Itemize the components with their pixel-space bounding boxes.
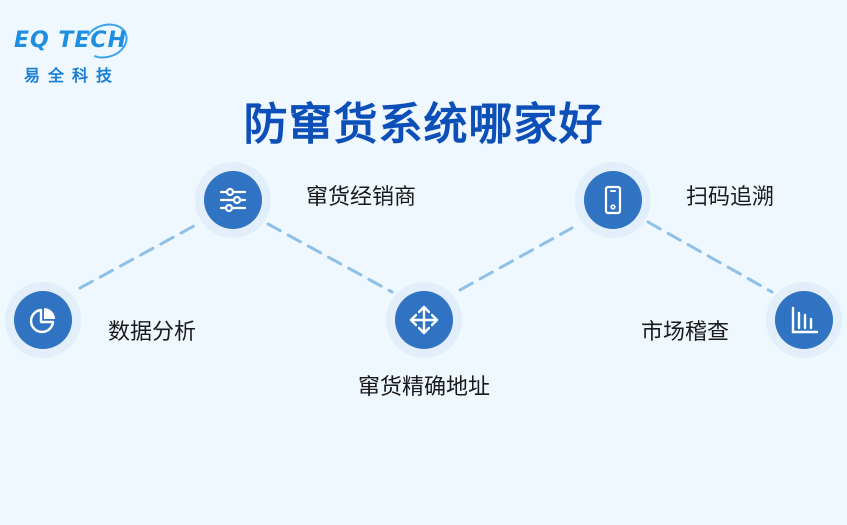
label-dealer: 窜货经销商 (306, 185, 417, 210)
sliders-icon (219, 187, 247, 213)
node-precise-address (386, 282, 462, 358)
connector-line-3 (458, 226, 574, 292)
label-market-inspection: 市场稽查 (641, 320, 730, 345)
connector-line-4 (646, 220, 774, 294)
connector-line-1 (78, 224, 196, 290)
label-scan-trace: 扫码追溯 (686, 185, 775, 210)
logo-chinese-text: 易全科技 (24, 66, 121, 85)
pie-chart-icon (29, 308, 55, 334)
bar-chart-icon (791, 306, 819, 334)
company-logo: EQ TECH 易全科技 (14, 18, 154, 85)
label-precise-address: 窜货精确地址 (358, 375, 491, 400)
move-arrows-icon (409, 305, 439, 335)
mobile-phone-icon (604, 185, 622, 215)
page-title: 防窜货系统哪家好 (243, 99, 604, 150)
logo-english-text: EQ TECH (14, 28, 127, 53)
label-data-analysis: 数据分析 (108, 320, 197, 345)
node-data-analysis (5, 282, 81, 358)
node-market-inspection (766, 282, 842, 358)
node-dealer (195, 162, 271, 238)
connector-line-2 (266, 222, 394, 294)
node-scan-trace (575, 162, 651, 238)
